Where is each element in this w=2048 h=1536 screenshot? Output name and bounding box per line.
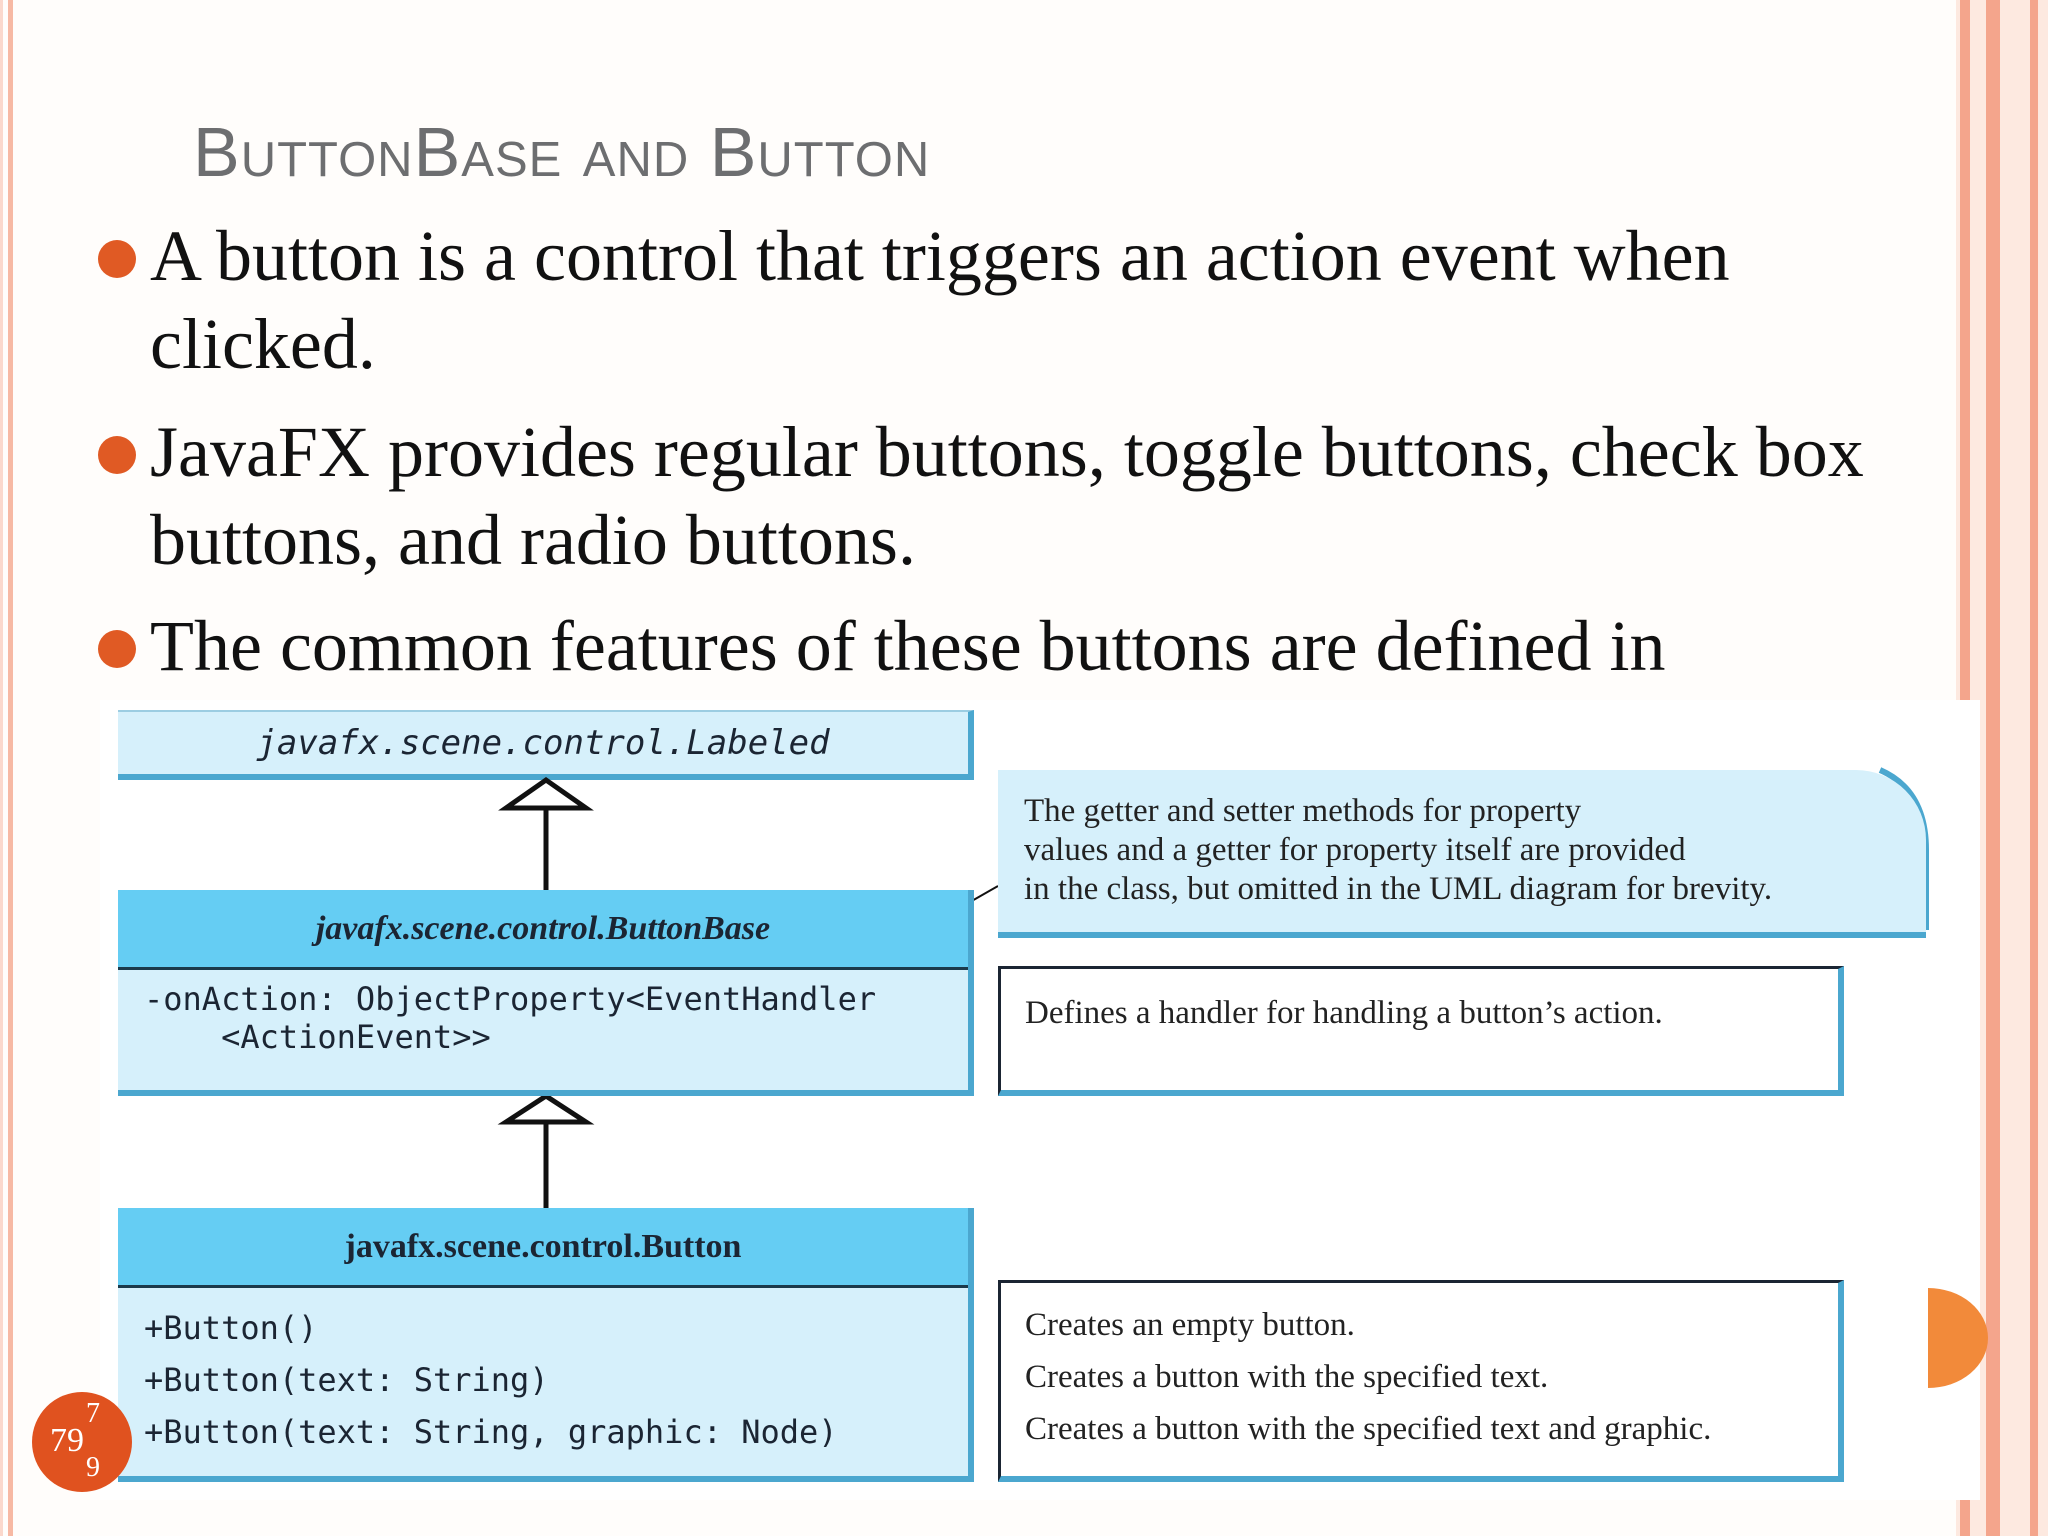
slide-title: ButtonBase and Button	[193, 112, 930, 192]
constructor-method: +Button(text: String)	[144, 1361, 549, 1399]
callout-line: The getter and setter methods for proper…	[1024, 793, 1582, 829]
buttonbase-class-box: javafx.scene.control.ButtonBase -onActio…	[118, 890, 974, 1096]
inheritance-arrow-2	[497, 1093, 595, 1125]
buttonbase-class-header: javafx.scene.control.ButtonBase	[118, 890, 968, 970]
onaction-description-text: Defines a handler for handling a button’…	[1025, 995, 1663, 1031]
bullet-dot	[98, 630, 136, 668]
constructor-description: Creates a button with the specified text…	[1025, 1411, 1712, 1447]
constructor-method: +Button(text: String, graphic: Node)	[144, 1413, 838, 1451]
onaction-property-line-2: <ActionEvent>>	[144, 1018, 491, 1056]
buttonbase-class-name: javafx.scene.control.ButtonBase	[315, 909, 771, 947]
labeled-class-name: javafx.scene.control.Labeled	[256, 723, 830, 763]
bullet-2-line-2: buttons, and radio buttons.	[150, 500, 916, 580]
button-class-name: javafx.scene.control.Button	[344, 1227, 742, 1265]
constructor-description: Creates a button with the specified text…	[1025, 1359, 1549, 1395]
button-methods: +Button() +Button(text: String) +Button(…	[118, 1288, 968, 1472]
title-word: ase and	[461, 113, 710, 191]
constructors-description: Creates an empty button. Creates a butto…	[998, 1280, 1844, 1482]
title-letter: B	[709, 113, 758, 191]
bullet-3: The common features of these buttons are…	[150, 602, 1665, 690]
title-word: utton	[240, 113, 414, 191]
right-border-stripe-3	[2030, 0, 2038, 1536]
inheritance-arrow-1	[498, 776, 594, 811]
bullet-dot	[98, 436, 136, 474]
title-word: utton	[757, 113, 931, 191]
left-border	[8, 0, 13, 1536]
buttonbase-properties: -onAction: ObjectProperty<EventHandler <…	[118, 970, 968, 1066]
button-class-box: javafx.scene.control.Button +Button() +B…	[118, 1208, 974, 1482]
bullet-3-line-1: The common features of these buttons are…	[150, 606, 1666, 686]
constructor-description: Creates an empty button.	[1025, 1307, 1355, 1343]
uml-callout-note: The getter and setter methods for proper…	[998, 770, 1926, 938]
labeled-class-box: javafx.scene.control.Labeled	[118, 710, 974, 780]
page-number: 79	[50, 1422, 84, 1459]
right-border-stripe-2	[1986, 0, 2000, 1536]
title-letter: B	[413, 113, 462, 191]
page-number-bottom: 9	[86, 1452, 100, 1483]
onaction-property-line-1: -onAction: ObjectProperty<EventHandler	[144, 980, 877, 1018]
bullet-2-line-1: JavaFX provides regular buttons, toggle …	[150, 412, 1864, 492]
bullet-1: A button is a control that triggers an a…	[150, 212, 1730, 388]
bullet-1-line-1: A button is a control that triggers an a…	[150, 216, 1730, 296]
bullet-1-line-2: clicked.	[150, 304, 376, 384]
constructor-method: +Button()	[144, 1309, 318, 1347]
callout-line: in the class, but omitted in the UML dia…	[1024, 871, 1773, 907]
bullet-dot	[98, 240, 136, 278]
bullet-2: JavaFX provides regular buttons, toggle …	[150, 408, 1864, 584]
page-number-badge: 7 79 9	[32, 1392, 132, 1492]
title-letter: B	[193, 113, 241, 191]
onaction-description: Defines a handler for handling a button’…	[998, 966, 1844, 1096]
button-class-header: javafx.scene.control.Button	[118, 1208, 968, 1288]
callout-line: values and a getter for property itself …	[1024, 832, 1686, 868]
left-border-light	[0, 0, 3, 1536]
page-number-top: 7	[86, 1398, 100, 1429]
